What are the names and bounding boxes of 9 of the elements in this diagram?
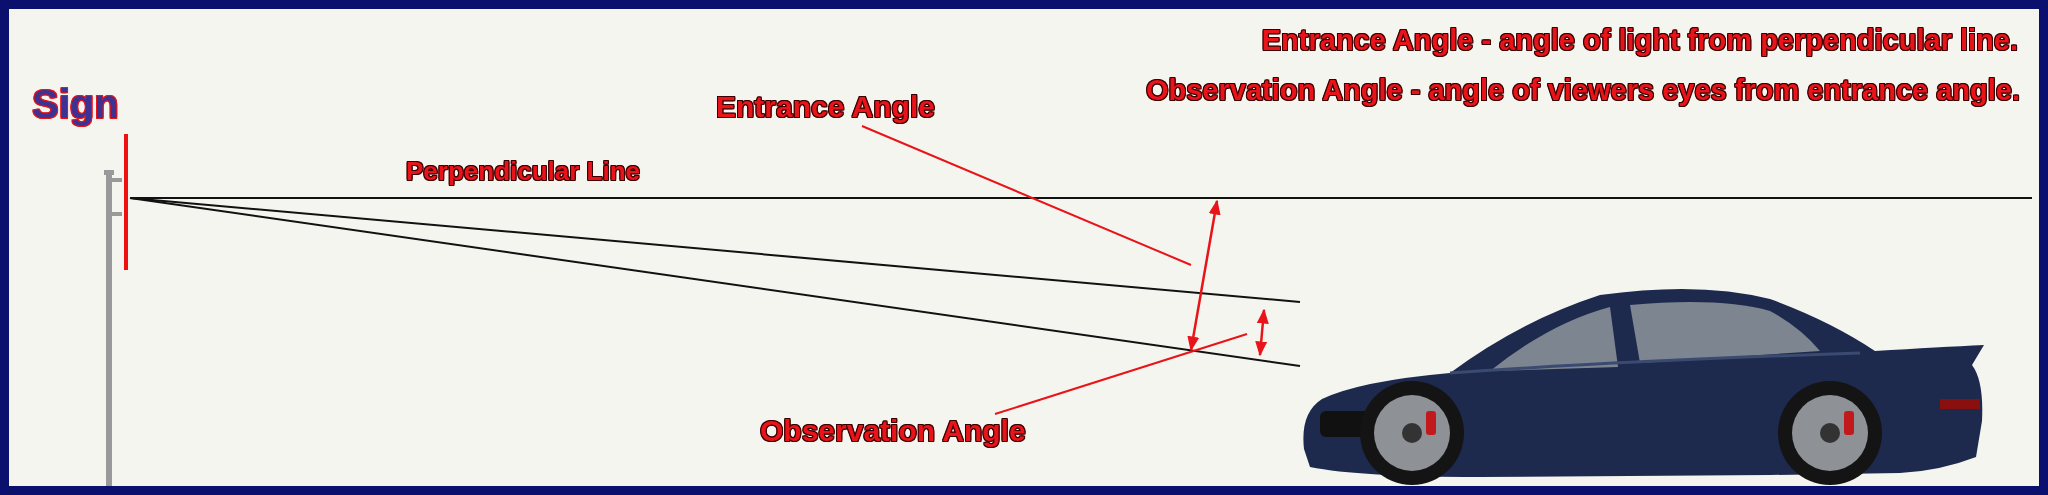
definition-note: Observation Angle - angle of viewers eyes from entrance angle. — [1145, 74, 2020, 108]
callout-label: Entrance Angle — [716, 90, 935, 125]
leader-line — [861, 125, 1192, 266]
line-label: Perpendicular Line — [406, 157, 641, 187]
callout-label: Observation Angle — [760, 414, 1026, 449]
definition-note: Entrance Angle - angle of light from perpendicular line. — [1261, 24, 2018, 58]
sight-line — [129, 197, 1301, 367]
sign-label: Sign — [32, 82, 119, 126]
leader-line — [994, 333, 1248, 415]
